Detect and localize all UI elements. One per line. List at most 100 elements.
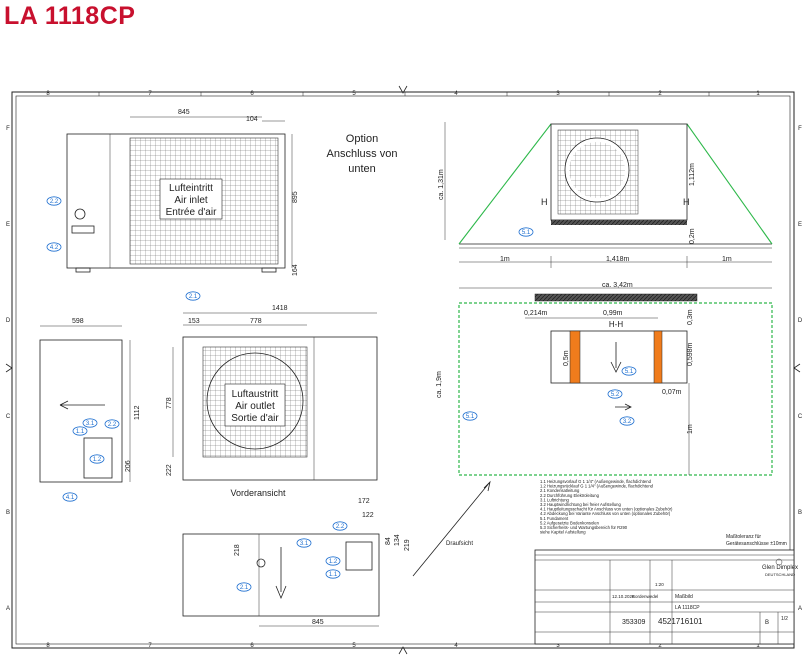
dim-122: 122: [362, 512, 374, 519]
bubble-side-1-1: 1.1: [76, 429, 85, 435]
outlet-label-line3: Sortie d'air: [231, 413, 279, 424]
dim-84: 84: [385, 537, 392, 545]
dim-104: 104: [246, 116, 258, 123]
dim-1m-left: 1m: [500, 256, 510, 263]
dim-ca-1-9m: ca. 1,9m: [436, 371, 443, 398]
center-mark-bottom: [398, 646, 408, 655]
h-mark-right: H: [683, 197, 690, 207]
column-marker-bottom-3: 3: [556, 643, 560, 649]
legend-item: 5.3 Sicherheits- und Wartungsbereich für…: [540, 525, 628, 530]
front-view: Lufteintritt Air inlet Entrée d'air 845 …: [46, 109, 299, 301]
tolerance-note-line2: Gerätesanschlüsse ±10mm: [726, 541, 787, 547]
dim-1418: 1418: [272, 305, 288, 312]
bubble-plan-5-2: 5.2: [611, 392, 620, 398]
bubble-front-4-2: 4.2: [50, 245, 59, 251]
legend-item: 3.2 Hauptwindrichtung bei freier Aufstel…: [540, 502, 621, 507]
legend-item: 3.1 Luftrichtung: [540, 497, 570, 502]
install-plan: ca. 3,42m H-H 0,214m 0,99m 0,3m 0,598m 0…: [436, 282, 773, 476]
drawing-number: 4521716101: [658, 617, 703, 626]
column-marker-7: 7: [148, 91, 152, 97]
option-line2: Anschluss von: [327, 148, 398, 160]
row-marker-F-right: F: [798, 126, 802, 132]
draufsicht-view: 845 218 172 122 84 134 219 Draufsicht 2.…: [182, 480, 491, 627]
row-marker-C-right: C: [798, 414, 803, 420]
column-marker-4: 4: [454, 91, 458, 97]
outer-frame: [11, 91, 795, 649]
column-marker-6: 6: [250, 91, 254, 97]
bubble-plan-3-2: 3.2: [623, 419, 632, 425]
dim-0-2m: 0,2m: [689, 228, 696, 244]
bubble-elev-5-1: 5.1: [522, 230, 531, 236]
title-block: Glen Dimplex DEUTSCHLAND Maßbild LA 1118…: [534, 549, 798, 645]
bubble-plan-5-1: 5.1: [466, 414, 475, 420]
sheet-count: 1/2: [781, 616, 788, 622]
row-marker-B-right: B: [798, 510, 802, 516]
legend-item: 2.1 Kondensatleitung: [540, 488, 580, 493]
dim-172: 172: [358, 498, 370, 505]
front-label-line2: Air inlet: [174, 195, 208, 206]
model-name: LA 1118CP: [675, 605, 700, 611]
dim-0-07m: 0,07m: [662, 389, 682, 396]
row-marker-C-left: C: [6, 414, 11, 420]
front-label-line1: Lufteintritt: [169, 183, 213, 194]
bubble-front-2-1: 2.1: [189, 294, 198, 300]
outlet-label-line1: Luftaustritt: [232, 389, 279, 400]
bubble-front-2-2: 2.2: [50, 199, 59, 205]
legend-item: 2.2 Durchführung Elektroleitung: [540, 493, 600, 498]
option-line1: Option: [346, 133, 378, 145]
dim-218: 218: [234, 544, 241, 556]
dim-134: 134: [394, 534, 401, 546]
center-mark-left: [5, 363, 13, 373]
column-marker-bottom-8: 8: [46, 643, 50, 649]
bubble-top-2-2: 2.2: [336, 524, 345, 530]
legend-item: 5.2 Aufgesetzte Bodenkonsolen: [540, 520, 600, 525]
drawing-type: Maßbild: [675, 594, 693, 600]
article-number: 353309: [622, 619, 645, 626]
column-marker-bottom-4: 4: [454, 643, 458, 649]
dim-0-598m: 0,598m: [687, 342, 694, 366]
install-elevation: H H ca. 1,31m 1,112m 0,2m 1m 1,418m 1m 5…: [438, 122, 773, 268]
inner-frame: [15, 95, 791, 645]
dim-222: 222: [166, 464, 173, 476]
date: 12.10.2020: [612, 594, 635, 599]
dim-1m-plan: 1m: [687, 424, 694, 434]
row-marker-E-left: E: [6, 222, 10, 228]
column-marker-bottom-7: 7: [148, 643, 152, 649]
bubble-side-2-2: 2.2: [108, 422, 117, 428]
row-marker-B-left: B: [6, 510, 10, 516]
dim-895: 895: [292, 191, 299, 203]
dim-1-112m: 1,112m: [689, 163, 696, 186]
column-marker-bottom-2: 2: [658, 643, 662, 649]
vorderansicht-view: Luftaustritt Air outlet Sortie d'air 141…: [166, 305, 378, 498]
dim-845-top: 845: [312, 619, 324, 626]
row-marker-A-right: A: [798, 606, 802, 612]
column-marker-3: 3: [556, 91, 560, 97]
side-view: 598 1112 206 3.1 1.1 2.2 1.2 4.1: [39, 318, 141, 502]
dim-845: 845: [178, 109, 190, 116]
bubble-top-1-2: 1.2: [329, 559, 338, 565]
author: Kordenwedel: [632, 594, 658, 599]
row-marker-E-right: E: [798, 222, 802, 228]
outlet-label-line2: Air outlet: [235, 401, 275, 412]
center-mark-top: [398, 85, 408, 94]
row-marker-D-left: D: [6, 318, 11, 324]
dim-164: 164: [292, 264, 299, 276]
legend-item: 4.2 Abdeckung bei Variante Anschluss von…: [540, 511, 671, 516]
legend-item: 4.1 Hauptleitungsschacht für Anschluss v…: [540, 507, 673, 512]
column-marker-bottom-5: 5: [352, 643, 356, 649]
legend-list: 1.1 Heizungsvorlauf G 1 1/4" (Außengewin…: [540, 479, 673, 535]
dim-219: 219: [404, 539, 411, 551]
section-label: H-H: [609, 320, 623, 329]
option-line3: unten: [348, 163, 376, 175]
company-country: DEUTSCHLAND: [765, 572, 795, 577]
dim-ca-3-42m: ca. 3,42m: [602, 282, 633, 289]
bubble-side-3-1: 3.1: [86, 421, 95, 427]
column-marker-5: 5: [352, 91, 356, 97]
bubble-side-1-2: 1.2: [93, 457, 102, 463]
column-marker-bottom-1: 1: [756, 643, 760, 649]
dim-153: 153: [188, 318, 200, 325]
legend-item: 1.1 Heizungsvorlauf G 1 1/4" (Außengewin…: [540, 479, 652, 484]
scale: 1:20: [655, 582, 664, 587]
